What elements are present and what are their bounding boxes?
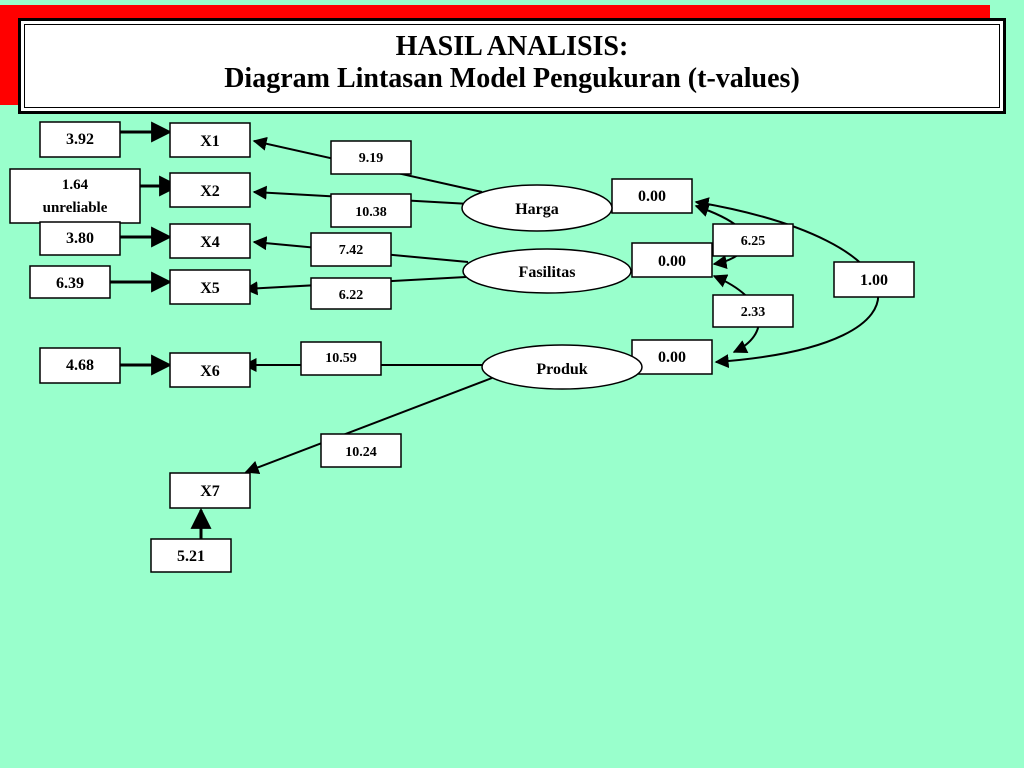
loading-value-produk-x7: 10.24 — [345, 445, 377, 460]
correlation-value-fasilitas-produk: 2.33 — [741, 305, 766, 320]
error-value-x1: 3.92 — [66, 131, 94, 148]
indicator-label-x7: X7 — [200, 483, 220, 500]
indicator-box-x5 — [169, 269, 251, 305]
loading-value-harga-x2: 10.38 — [355, 205, 387, 220]
indicator-label-x2: X2 — [200, 183, 220, 200]
construct-label-produk: Produk — [536, 361, 587, 378]
correlation-box-harga-fasilitas — [712, 223, 794, 257]
loading-box-produk-x7 — [320, 433, 402, 468]
indicator-box-x1 — [169, 122, 251, 158]
construct-label-fasilitas: Fasilitas — [519, 264, 576, 281]
loading-box-fasilitas-x4 — [310, 232, 392, 267]
indicator-box-x7 — [169, 472, 251, 509]
construct-harga — [461, 184, 613, 232]
correlation-value-harga-fasilitas: 6.25 — [741, 234, 766, 249]
error-box-x5 — [29, 265, 111, 299]
construct-value-produk: 0.00 — [658, 349, 686, 366]
value-box-fasilitas — [631, 242, 713, 278]
indicator-box-x4 — [169, 223, 251, 259]
construct-value-harga: 0.00 — [638, 188, 666, 205]
loading-value-fasilitas-x5: 6.22 — [339, 288, 364, 303]
path-produk-x7 — [244, 377, 493, 475]
error-box-x4 — [39, 221, 121, 256]
loading-value-harga-x1: 9.19 — [359, 151, 384, 166]
error-box-x7 — [150, 538, 232, 573]
indicator-label-x6: X6 — [200, 363, 220, 380]
loading-box-produk-x6 — [300, 341, 382, 376]
error-value-x6: 4.68 — [66, 357, 94, 374]
loading-box-harga-x2 — [330, 193, 412, 228]
construct-value-fasilitas: 0.00 — [658, 253, 686, 270]
error-value-x2: 1.64 — [62, 177, 89, 193]
error-box-x6 — [39, 347, 121, 384]
error-value-x5: 6.39 — [56, 275, 84, 292]
indicator-box-x6 — [169, 352, 251, 388]
construct-label-harga: Harga — [515, 201, 559, 218]
error-value-x7: 5.21 — [177, 548, 205, 565]
value-box-harga — [611, 178, 693, 214]
correlation-value-harga-produk: 1.00 — [860, 272, 888, 289]
construct-produk — [481, 344, 643, 390]
page-subtitle: Diagram Lintasan Model Pengukuran (t-val… — [224, 63, 800, 94]
loading-box-fasilitas-x5 — [310, 277, 392, 310]
title-box: HASIL ANALISIS: Diagram Lintasan Model P… — [18, 18, 1006, 114]
correlation-box-harga-produk — [833, 261, 915, 298]
indicator-label-x5: X5 — [200, 280, 220, 297]
error-box-x1 — [39, 121, 121, 158]
loading-value-fasilitas-x4: 7.42 — [339, 243, 364, 258]
loading-value-produk-x6: 10.59 — [325, 351, 357, 366]
error-box-x2 — [9, 168, 141, 224]
construct-fasilitas — [462, 248, 632, 294]
indicator-box-x2 — [169, 172, 251, 208]
error-value-x4: 3.80 — [66, 230, 94, 247]
indicator-label-x4: X4 — [200, 234, 220, 251]
page-title: HASIL ANALISIS: — [395, 31, 629, 62]
loading-box-harga-x1 — [330, 140, 412, 175]
correlation-box-fasilitas-produk — [712, 294, 794, 328]
value-box-produk — [631, 339, 713, 375]
error-note-x2: unreliable — [43, 200, 108, 216]
indicator-label-x1: X1 — [200, 133, 220, 150]
